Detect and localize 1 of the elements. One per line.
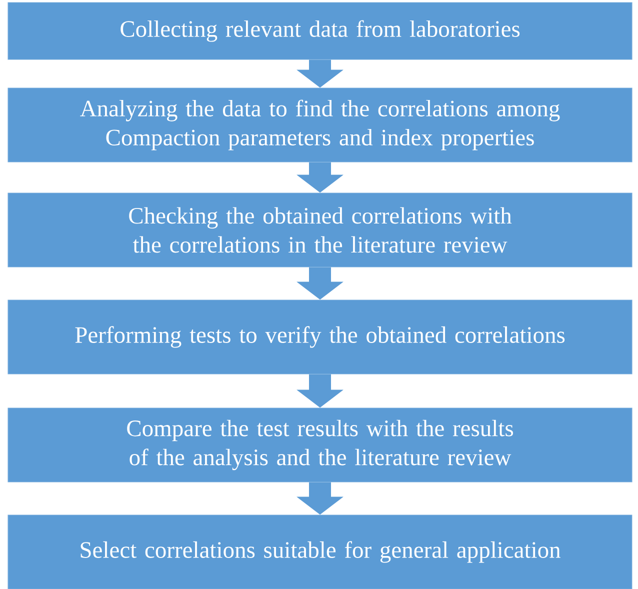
process-box: Collecting relevant data from laboratories — [8, 2, 632, 60]
